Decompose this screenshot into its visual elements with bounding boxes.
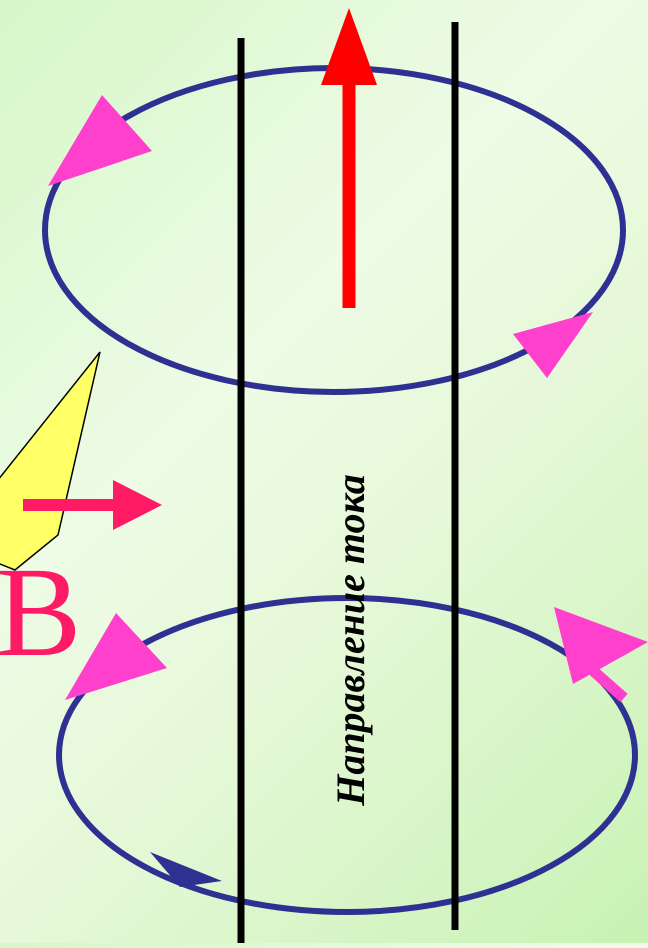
lower-field-loop xyxy=(56,595,638,915)
lower-loop-blue-arrow xyxy=(150,852,222,887)
lower-loop-direction-arrow-right xyxy=(554,607,648,684)
lower-loop-direction-arrow-right-shaft xyxy=(586,663,628,703)
callout-pointer xyxy=(0,351,101,571)
current-direction-label: Направление тока xyxy=(328,474,373,807)
upper-loop-direction-arrow-left xyxy=(48,95,152,186)
lower-loop-direction-arrow-left xyxy=(65,613,167,700)
b-vector-head xyxy=(113,480,162,530)
current-arrow-head xyxy=(321,8,377,85)
upper-loop-direction-arrow-right xyxy=(513,312,593,378)
field-symbol-b: B xyxy=(0,541,81,683)
